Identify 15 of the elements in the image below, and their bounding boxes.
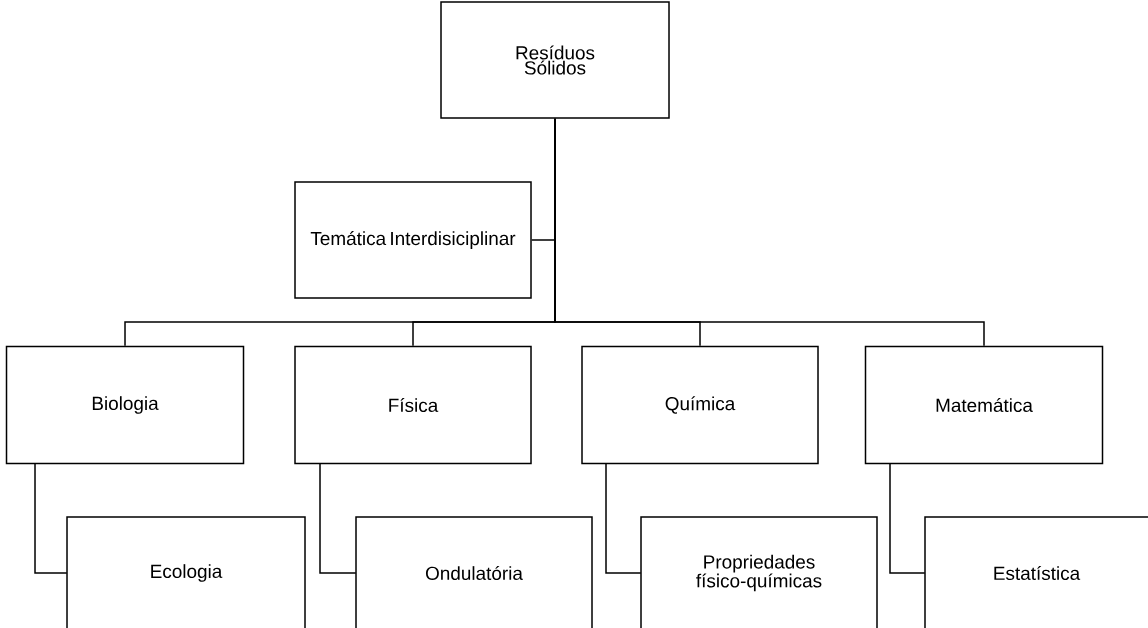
box: Física xyxy=(294,345,532,465)
box: Ecologia xyxy=(66,516,306,628)
box: Matemática xyxy=(864,345,1104,465)
box: Química xyxy=(581,345,819,465)
connector xyxy=(605,462,642,574)
box: Biologia xyxy=(5,345,245,465)
box: Ondulatória xyxy=(355,516,593,628)
box: Temática Interdisiciplinar xyxy=(294,181,532,299)
connector xyxy=(319,462,357,574)
connector xyxy=(34,462,68,574)
connector xyxy=(554,118,985,347)
connector xyxy=(889,462,926,574)
box: Estatística xyxy=(924,516,1148,628)
box: Resíduos Sólidos xyxy=(440,1,670,119)
box: Propriedades físico-químicas xyxy=(640,516,878,628)
